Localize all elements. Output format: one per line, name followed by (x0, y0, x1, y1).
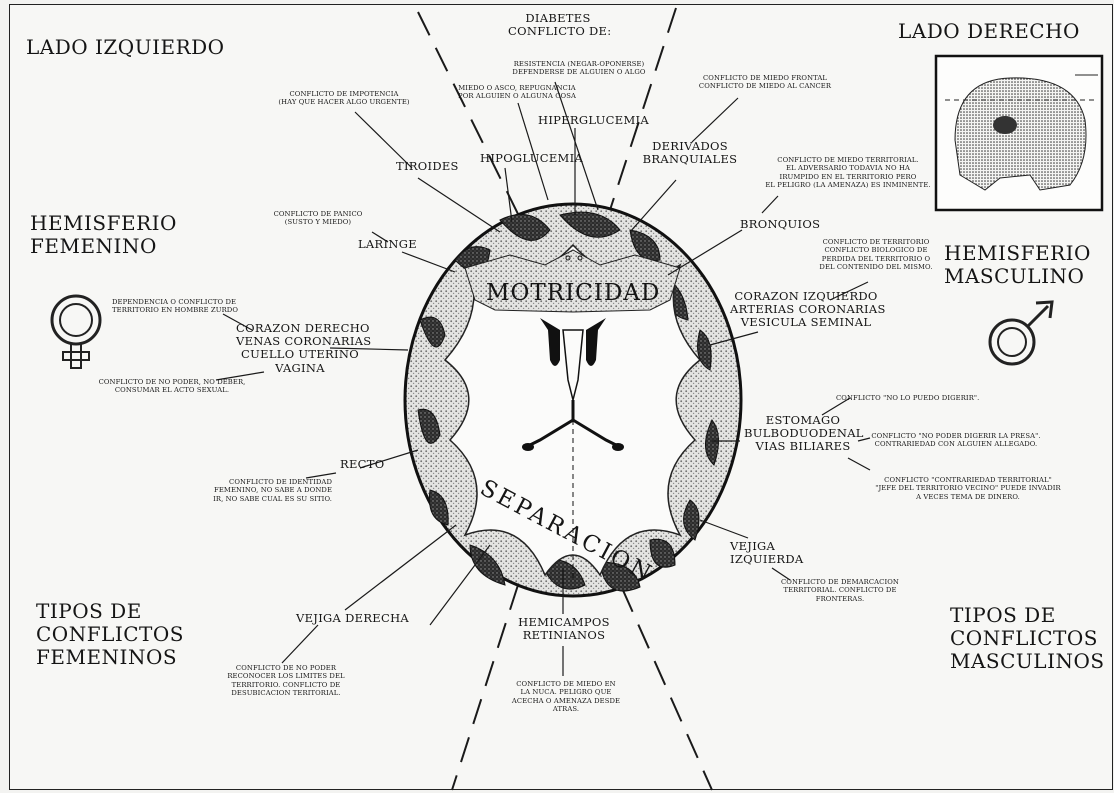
lado-izquierdo-heading: LADO IZQUIERDO (26, 35, 225, 59)
dashed-separator-lines (417, 7, 713, 791)
presa-note: CONFLICTO "NO PODER DIGERIR LA PRESA".CO… (871, 432, 1041, 449)
lado-derecho-heading: LADO DERECHO (898, 19, 1080, 43)
resistencia-note: RESISTENCIA (NEGAR-OPONERSE)DEFENDERSE D… (512, 60, 646, 77)
cortex-lobes (417, 211, 719, 592)
contrariedad-note: CONFLICTO "CONTRARIEDAD TERRITORIAL""JEF… (875, 476, 1061, 501)
no-poder-note: CONFLICTO DE NO PODER, NO DEBER,CONSUMAR… (98, 378, 246, 395)
no-digerir-note: CONFLICTO "NO LO PUEDO DIGERIR". (836, 394, 980, 402)
skull-illustration (934, 54, 1104, 212)
laringe-label: LARINGE (358, 237, 417, 251)
motricidad-label: MOTRICIDAD (486, 280, 661, 306)
brainstem-icon (522, 255, 624, 580)
miedo-territorial-note: CONFLICTO DE MIEDO TERRITORIAL.EL ADVERS… (765, 156, 931, 190)
hipoglucemia-label: HIPOGLUCEMIA (480, 151, 584, 165)
vejiga-derecha-label: VEJIGA DERECHA (296, 611, 410, 625)
hiperglucemia-label: HIPERGLUCEMIA (538, 113, 649, 127)
tiroides-label: TIROIDES (396, 159, 459, 173)
male-symbol-icon (988, 300, 1054, 366)
leader-lines (215, 81, 871, 676)
panico-note: CONFLICTO DE PANICO(SUSTO Y MIEDO) (273, 210, 363, 227)
bronquios-label: BRONQUIOS (740, 217, 821, 231)
female-symbol-icon (50, 294, 102, 369)
recto-label: RECTO (340, 457, 385, 471)
impotencia-note: CONFLICTO DE IMPOTENCIA(HAY QUE HACER AL… (278, 90, 410, 107)
